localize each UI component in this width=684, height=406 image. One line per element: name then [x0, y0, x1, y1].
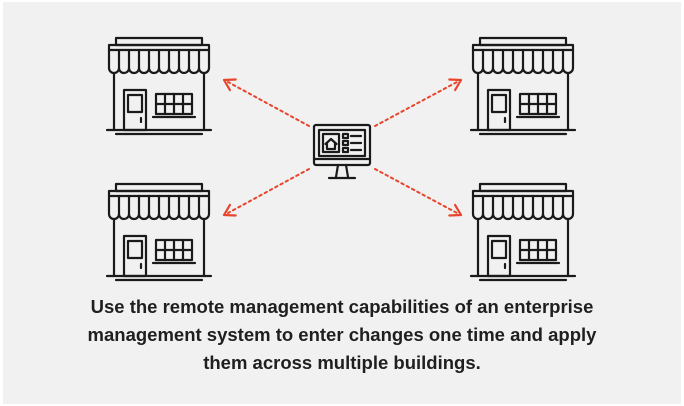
building-bottom-right	[469, 182, 577, 282]
caption-line-1: Use the remote management capabilities o…	[90, 296, 594, 317]
monitor-home-icon	[312, 123, 372, 180]
connector-top-right	[374, 81, 458, 127]
connector-top-left	[227, 81, 310, 127]
storefront-icon	[469, 182, 577, 282]
caption-line-2: management system to enter changes one t…	[87, 324, 597, 345]
storefront-icon	[469, 36, 577, 136]
diagram	[105, 36, 577, 282]
building-top-left	[105, 36, 213, 136]
caption-line-3: them across multiple buildings.	[203, 352, 481, 373]
building-bottom-left	[105, 182, 213, 282]
infographic-panel: Use the remote management capabilities o…	[3, 2, 681, 404]
storefront-icon	[105, 182, 213, 282]
connector-bottom-right	[374, 168, 458, 214]
connector-bottom-left	[227, 168, 310, 214]
caption: Use the remote management capabilities o…	[23, 293, 661, 377]
building-top-right	[469, 36, 577, 136]
storefront-icon	[105, 36, 213, 136]
